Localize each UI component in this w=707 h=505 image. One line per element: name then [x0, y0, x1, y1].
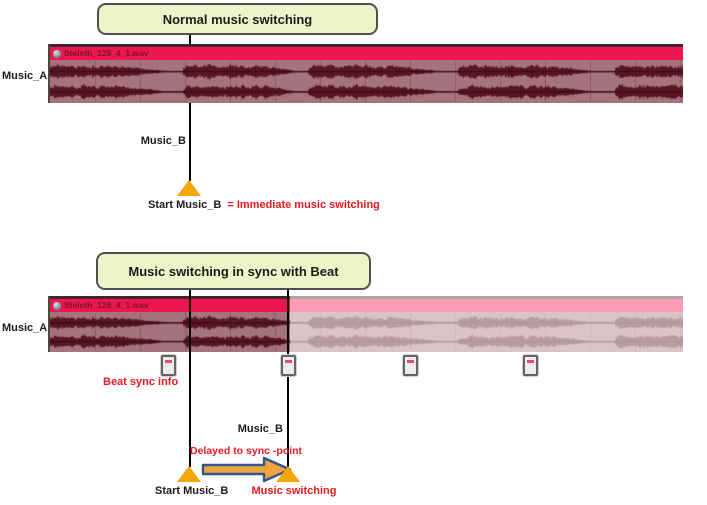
track-header-top: Steleth_128_4_1.wav	[50, 47, 683, 60]
switch-line-top	[189, 35, 191, 181]
title-box-normal-switching: Normal music switching	[97, 3, 378, 35]
music-switching-label: Music switching	[251, 485, 337, 497]
track-filename: Steleth_128_4_1.wav	[64, 300, 149, 310]
audio-track-music-a-top: Steleth_128_4_1.wav	[48, 44, 683, 103]
track-filename: Steleth_128_4_1.wav	[64, 48, 149, 58]
delayed-to-sync-point-label: Delayed to sync -point	[190, 445, 303, 457]
audio-track-music-a-bottom: Steleth_128_4_1.wav	[48, 296, 683, 352]
audio-file-icon	[53, 49, 61, 58]
beat-marker-icon	[161, 355, 176, 376]
sync-line-bottom	[287, 290, 289, 467]
title-box-sync-switching: Music switching in sync with Beat	[96, 252, 371, 290]
beat-marker-dash	[285, 360, 292, 363]
start-music-b-label-bottom: Start Music_B	[155, 485, 229, 497]
music-b-label-top: Music_B	[140, 135, 186, 147]
music-b-label-bottom: Music_B	[237, 423, 283, 435]
audio-file-icon	[53, 301, 61, 310]
title-normal-switching: Normal music switching	[162, 11, 313, 27]
track-label-music-a-bottom: Music_A	[2, 322, 48, 334]
caption-immediate-switching: Start Music_B = Immediate music switchin…	[148, 199, 380, 211]
beat-marker-icon	[523, 355, 538, 376]
track-top-border	[50, 44, 683, 47]
beat-marker-icon	[403, 355, 418, 376]
waveform-canvas-top	[50, 60, 683, 103]
title-sync-switching: Music switching in sync with Beat	[128, 263, 339, 279]
sync-marker-triangle-bottom	[276, 466, 300, 482]
beat-marker-dash	[165, 360, 172, 363]
beat-sync-info-label: Beat sync info	[103, 376, 179, 388]
beat-marker-dash	[407, 360, 414, 363]
immediate-switching-annotation: = Immediate music switching	[227, 199, 380, 211]
sync-line-over-track	[287, 296, 289, 352]
beat-marker-dash	[527, 360, 534, 363]
track-label-music-a-top: Music_A	[2, 70, 48, 82]
start-music-b-label-top: Start Music_B	[148, 199, 222, 211]
beat-marker-icon	[281, 355, 296, 376]
start-line-over-track	[189, 296, 191, 352]
faded-track-region	[290, 296, 683, 352]
start-marker-triangle-bottom	[177, 466, 201, 482]
start-line-bottom	[189, 290, 191, 467]
start-marker-triangle-top	[177, 180, 201, 196]
